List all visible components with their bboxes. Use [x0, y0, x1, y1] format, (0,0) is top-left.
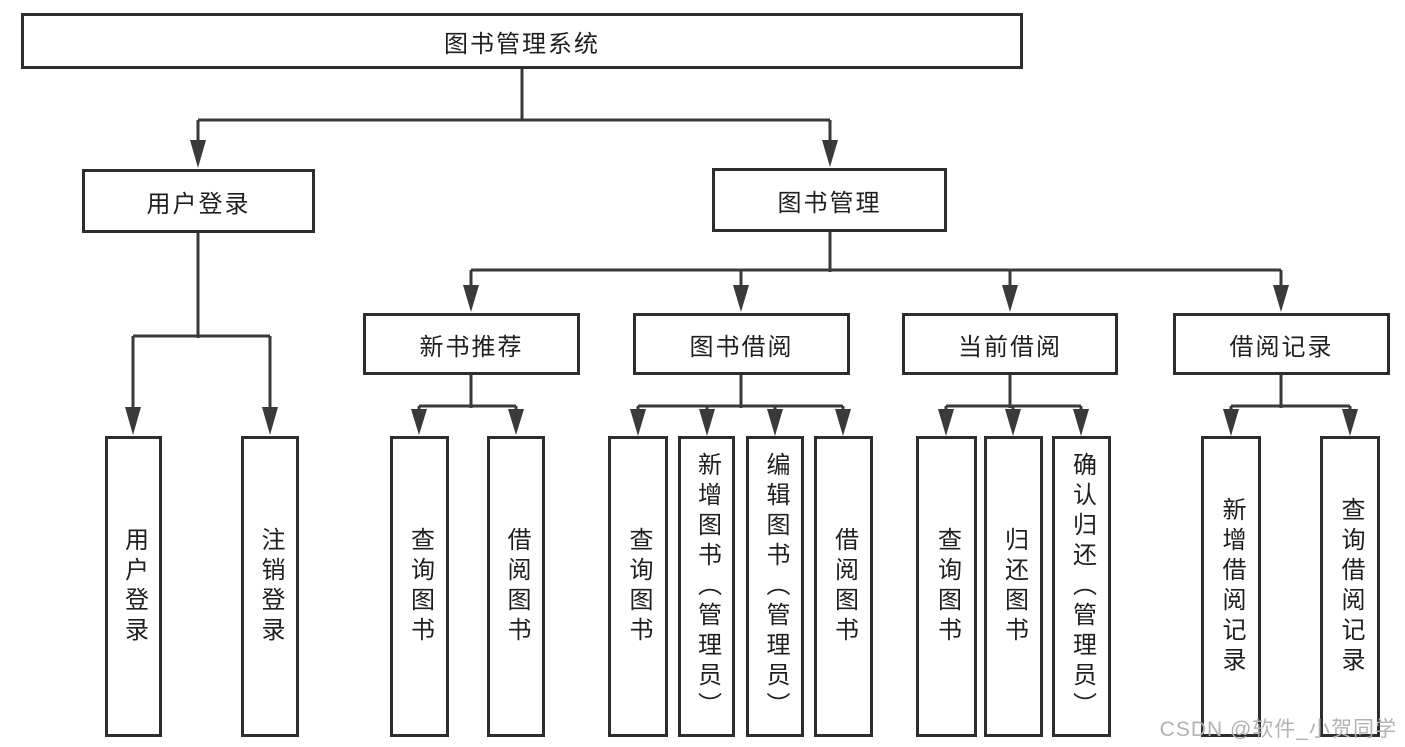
leaf-borrow-books: 借阅图书 — [814, 436, 873, 737]
arrowheads — [125, 140, 1358, 436]
arrow-down-icon — [733, 285, 749, 312]
section-label: 图书借阅 — [689, 333, 794, 361]
watermark: CSDN @软件_小贺同学 — [1159, 718, 1397, 741]
leaf-query-books-borrow: 查询图书 — [608, 436, 668, 737]
leaf-label: 查询借阅记录 — [1337, 496, 1364, 677]
leaf-label: 借阅图书 — [503, 526, 530, 647]
leaf-label: 确认归还（管理员） — [1068, 451, 1096, 722]
node-root-label: 图书管理系统 — [444, 30, 600, 58]
leaf-label: 查询图书 — [625, 526, 652, 647]
leaf-label: 新增借阅记录 — [1218, 496, 1245, 677]
node-root: 图书管理系统 — [21, 13, 1023, 69]
arrow-down-icon — [1005, 409, 1021, 436]
node-book-borrowing: 图书借阅 — [633, 313, 850, 375]
leaf-label: 注销登录 — [257, 526, 284, 647]
node-borrowing-records: 借阅记录 — [1173, 313, 1390, 375]
node-user-login-label: 用户登录 — [146, 190, 251, 218]
leaf-add-books-admin: 新增图书（管理员） — [678, 436, 735, 737]
leaf-user-login: 用户登录 — [105, 436, 162, 737]
section-label: 借阅记录 — [1229, 333, 1334, 361]
arrow-down-icon — [938, 409, 954, 436]
leaf-return-books: 归还图书 — [984, 436, 1043, 737]
arrow-down-icon — [835, 409, 851, 436]
node-book-management: 图书管理 — [712, 168, 947, 232]
leaf-label: 归还图书 — [1000, 526, 1028, 647]
leaf-add-borrow-record: 新增借阅记录 — [1201, 436, 1261, 737]
arrow-down-icon — [1223, 409, 1239, 436]
arrow-down-icon — [1342, 409, 1358, 436]
leaf-label: 借阅图书 — [830, 526, 858, 647]
leaf-edit-books-admin: 编辑图书（管理员） — [746, 436, 804, 737]
arrow-down-icon — [1273, 285, 1289, 312]
arrow-down-icon — [767, 409, 783, 436]
arrow-down-icon — [463, 285, 479, 312]
arrow-down-icon — [630, 409, 646, 436]
leaf-query-books-current: 查询图书 — [916, 436, 977, 737]
leaf-label: 编辑图书（管理员） — [762, 451, 789, 722]
node-current-borrowing: 当前借阅 — [902, 313, 1118, 375]
node-book-management-label: 图书管理 — [777, 189, 882, 217]
arrow-down-icon — [822, 140, 838, 167]
leaf-label: 查询图书 — [406, 526, 434, 647]
leaf-query-books-recommend: 查询图书 — [390, 436, 449, 737]
arrow-down-icon — [125, 407, 141, 435]
node-user-login: 用户登录 — [82, 169, 315, 233]
section-label: 新书推荐 — [419, 333, 524, 361]
leaf-borrow-books-recommend: 借阅图书 — [487, 436, 545, 737]
leaf-label: 新增图书（管理员） — [693, 451, 721, 722]
node-new-book-recommendation: 新书推荐 — [363, 313, 580, 375]
arrow-down-icon — [190, 140, 206, 168]
leaf-logout: 注销登录 — [241, 436, 299, 737]
leaf-query-borrow-record: 查询借阅记录 — [1320, 436, 1380, 737]
leaf-confirm-return-admin: 确认归还（管理员） — [1052, 436, 1111, 737]
arrow-down-icon — [1002, 285, 1018, 312]
leaf-label: 用户登录 — [120, 526, 148, 647]
arrow-down-icon — [508, 409, 524, 435]
arrow-down-icon — [1073, 409, 1089, 436]
section-label: 当前借阅 — [958, 333, 1062, 361]
arrow-down-icon — [699, 409, 715, 436]
leaf-label: 查询图书 — [933, 526, 961, 647]
arrow-down-icon — [411, 409, 427, 435]
arrow-down-icon — [262, 407, 278, 435]
